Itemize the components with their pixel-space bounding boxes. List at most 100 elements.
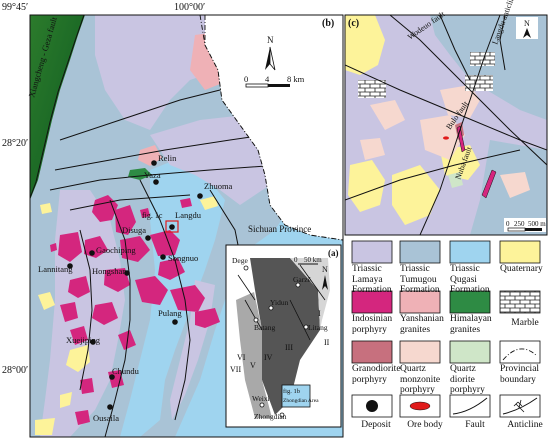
legend-label-diorite: Quartz diorite porphyry [450, 364, 485, 395]
deposit-hongshan: Hongshan [92, 266, 127, 276]
deposit-dot [90, 339, 96, 345]
deposit-dot [153, 179, 159, 185]
lat-top: 28°20′ [2, 138, 28, 149]
c-faults [345, 15, 547, 235]
inset-lines [237, 264, 326, 341]
panel-b-frame [29, 14, 344, 438]
legend-swatch-himalayan [449, 290, 491, 314]
quaternary-6 [35, 418, 55, 435]
deposit-dot [169, 224, 175, 230]
c-fault-line [439, 15, 471, 81]
svg-text:N: N [267, 35, 274, 45]
svg-text:250: 250 [514, 220, 525, 228]
quaternary-3 [38, 292, 55, 310]
legend-swatch-monzonite [399, 340, 441, 364]
svg-text:0: 0 [506, 220, 510, 228]
c-monzonite-1 [440, 85, 480, 118]
north-arrow-b: N [265, 35, 276, 71]
inset-scale-end: 50 km [304, 256, 322, 264]
porphyry-body [195, 308, 220, 328]
c-orebody-3 [443, 136, 449, 140]
zone-vii: VII [230, 365, 241, 374]
fault-line [69, 194, 191, 211]
deposit-xuejiping: Xuejiping [66, 335, 101, 345]
scale-bar-c: 0 250 500 m [504, 218, 546, 232]
lat-bottom: 28°00′ [2, 365, 28, 376]
legend-swatch-tumugou [399, 240, 441, 264]
porphyry-body [92, 302, 118, 325]
zone-i: I [318, 309, 321, 318]
deposit-yaza: Yaza [144, 170, 161, 180]
fig-1b-ref: fig. 1b [283, 388, 300, 395]
fault-line [49, 164, 281, 191]
svg-text:0: 0 [244, 74, 248, 84]
porphyry-body [150, 230, 180, 256]
inset-zone-grey [236, 292, 272, 418]
porphyry-body [68, 276, 90, 298]
svg-text:8 km: 8 km [287, 74, 305, 84]
svg-text:N: N [524, 19, 530, 28]
deposit-chundu: Chundu [112, 366, 140, 376]
deposit-disuga: Disuga [122, 225, 146, 235]
c-orebody-1 [481, 169, 497, 199]
panel-c-label: (c) [348, 18, 359, 29]
legend-swatch-quaternary [499, 240, 541, 264]
panel-c-frame [344, 14, 548, 236]
deposits: Relin Yaza Zhuoma Langdu fig. 1c Disuga … [38, 153, 233, 423]
porphyry-body [50, 243, 57, 252]
legend-swatch-lamaya [351, 240, 393, 264]
panel-a-inset: (a) N 0 50 km Dege Garzê Yidun Batang Li… [225, 244, 342, 428]
porphyry-body [75, 410, 90, 425]
svg-text:4: 4 [265, 74, 270, 84]
zone-ii: II [324, 338, 330, 347]
quaternary-2 [40, 203, 52, 214]
fault-line [104, 199, 131, 437]
inset-scale-zero: 0 [294, 256, 298, 264]
legend-label-fault: Fault [465, 420, 485, 430]
fig-1c-box [165, 220, 179, 233]
legend-swatch-fault [449, 394, 491, 418]
legend-label-indosinian: Indosinian porphyry [352, 314, 393, 335]
legend-label-qugasi: Triassic Qugasi Formation [450, 264, 490, 295]
province-label: Sichuan Province [248, 224, 311, 234]
c-fault-line [345, 64, 547, 151]
legend-label-monzonite: Quartz monzonite porphyry [400, 364, 441, 395]
place-weixi: Weixi [252, 394, 270, 403]
legend-label-tumugou: Triassic Tumugou Formation [400, 264, 440, 295]
place-zhongdian: Zhongdian [254, 412, 287, 421]
c-marble-3 [465, 75, 493, 91]
legend-swatch-indosinian [351, 290, 393, 314]
place-yidun: Yidun [270, 298, 289, 307]
c-quaternary-1 [345, 15, 385, 75]
fig-1c-ref: fig. 1c [142, 211, 163, 220]
c-monzonite-3 [370, 100, 405, 130]
legend-swatch-diorite [449, 340, 491, 364]
legend-swatch-marble [499, 290, 541, 314]
legend-label-granodiorite: Granodiorite porphyry [352, 364, 401, 385]
zhongdian-area: Zhongdian Area [283, 398, 319, 404]
provincial-boundary-2 [204, 15, 343, 241]
qugasi-band [120, 160, 225, 437]
c-fault-line [345, 149, 521, 201]
deposit-dot [197, 193, 203, 199]
legend [351, 240, 541, 418]
c-quaternary-2 [348, 160, 385, 212]
c-anticline [499, 15, 506, 71]
panel-b-label: (b) [322, 18, 334, 29]
c-diorite [448, 172, 463, 188]
porphyry-body [104, 268, 130, 292]
quaternary-4 [66, 345, 90, 372]
deposit-zhuoma: Zhuoma [204, 181, 233, 191]
c-marble-1 [358, 80, 386, 98]
legend-label-quaternary: Quaternary [500, 264, 543, 274]
deposit-dot [89, 250, 95, 256]
place-batang: Batang [254, 323, 275, 332]
porphyry-body [70, 326, 88, 345]
fault-line [139, 179, 191, 421]
deposit-songnuo: Songnuo [168, 253, 198, 263]
legend-label-marble: Marble [511, 318, 539, 328]
inset-zone-light [290, 258, 330, 330]
sichuan-blank [205, 15, 343, 240]
zone-iii: III [285, 343, 293, 352]
